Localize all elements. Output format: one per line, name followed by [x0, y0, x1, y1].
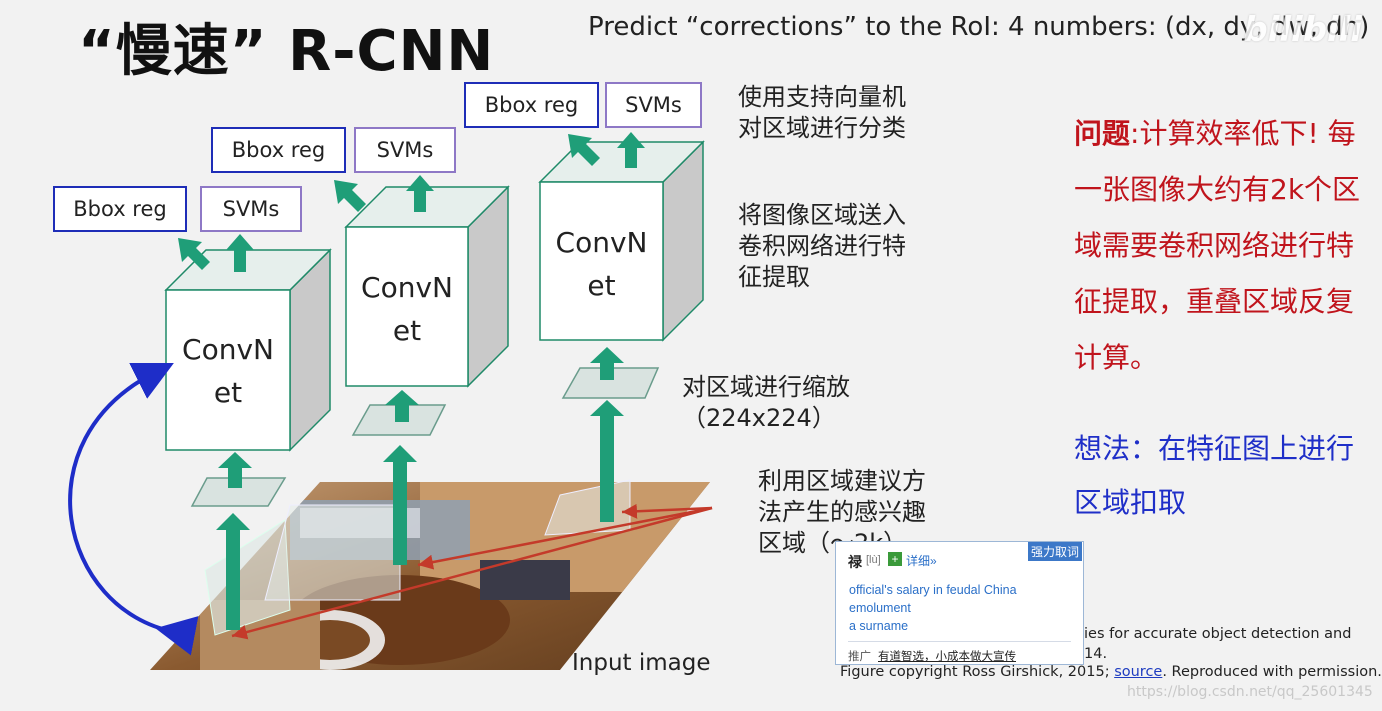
annotation-convnet-line3: 征提取	[738, 263, 810, 291]
popup-separator	[848, 641, 1071, 642]
problem-statement: 问题:计算效率低下! 每一张图像大约有2k个区域需要卷积网络进行特征提取，重叠区…	[1074, 106, 1374, 386]
popup-definition-2: emolument	[849, 601, 911, 615]
bbox-reg-box-2: Bbox reg	[211, 127, 346, 173]
detail-link[interactable]: 详细»	[906, 554, 937, 568]
annotation-svm: 使用支持向量机 对区域进行分类	[738, 82, 906, 144]
convnet-label-1-line2: et	[213, 376, 243, 409]
svms-box-3: SVMs	[605, 82, 702, 128]
popup-ad-prefix: 推广	[848, 651, 871, 663]
csdn-url-watermark: https://blog.csdn.net/qq_25601345	[1127, 684, 1373, 700]
annotation-convnet: 将图像区域送入 卷积网络进行特 征提取	[738, 200, 906, 293]
citation-prefix: Figure copyright Ross Girshick, 2015;	[840, 664, 1115, 680]
problem-text: :计算效率低下! 每一张图像大约有2k个区域需要卷积网络进行特征提取，重叠区域反…	[1074, 117, 1361, 374]
convnet-label-1: ConvN et	[166, 328, 290, 414]
slide-title: “慢速” R-CNN	[78, 19, 495, 84]
blue-curved-arrow	[68, 363, 199, 656]
citation-line-3: Figure copyright Ross Girshick, 2015; so…	[840, 664, 1382, 680]
convnet-label-2: ConvN et	[346, 266, 468, 352]
convnet-label-1-line1: ConvN	[182, 333, 274, 366]
predict-corrections-text: Predict “corrections” to the RoI: 4 numb…	[588, 12, 1370, 42]
convnet-label-3: ConvN et	[540, 221, 663, 307]
annotation-svm-line1: 使用支持向量机	[738, 83, 906, 111]
annotation-proposals: 利用区域建议方 法产生的感兴趣 区域（～2k）	[758, 466, 926, 559]
annotation-resize-line1: 对区域进行缩放	[682, 373, 850, 401]
convnet-label-2-line2: et	[392, 314, 422, 347]
citation-line-2: 14.	[1084, 646, 1108, 662]
annotation-svm-line2: 对区域进行分类	[738, 114, 906, 142]
input-image-label: Input image	[572, 650, 711, 676]
annotation-proposals-line2: 法产生的感兴趣	[758, 498, 926, 526]
popup-word: 禄	[848, 554, 862, 570]
source-link[interactable]: source	[1114, 664, 1163, 680]
bbox-reg-box-1: Bbox reg	[53, 186, 187, 232]
svms-box-1: SVMs	[200, 186, 302, 232]
proposal-pointer-arrows	[231, 503, 713, 640]
annotation-convnet-line1: 将图像区域送入	[738, 201, 906, 229]
resize-patch-3	[561, 367, 660, 399]
convnet-label-2-line1: ConvN	[361, 271, 453, 304]
strong-capture-button[interactable]: 强力取词	[1027, 542, 1082, 561]
annotation-proposals-line1: 利用区域建议方	[758, 467, 926, 495]
popup-definition-1: official's salary in feudal China	[849, 583, 1017, 597]
annotation-resize: 对区域进行缩放 （224x224）	[682, 372, 850, 434]
dictionary-popup: 强力取词 禄 [lù] + 详细» official's salary in f…	[835, 541, 1084, 665]
annotation-resize-line2: （224x224）	[682, 404, 836, 432]
popup-definition-3: a surname	[849, 619, 909, 633]
popup-phonetic: [lù]	[866, 554, 881, 566]
convnet-box-2	[344, 185, 510, 388]
add-wordbook-icon[interactable]: +	[888, 552, 902, 566]
citation-suffix: . Reproduced with permission.	[1162, 664, 1382, 680]
bilibili-watermark: bilibili	[1243, 10, 1362, 50]
citation-line-1: ies for accurate object detection and	[1084, 626, 1352, 642]
roi-region-2	[264, 504, 401, 601]
green-arrows	[178, 132, 645, 630]
problem-label: 问题	[1074, 117, 1131, 150]
popup-ad-link[interactable]: 有道智选，小成本做大宣传	[878, 651, 1016, 663]
bbox-reg-box-3: Bbox reg	[464, 82, 599, 128]
convnet-label-3-line2: et	[587, 269, 616, 302]
svms-box-2: SVMs	[354, 127, 456, 173]
idea-statement: 想法：在特征图上进行区域扣取	[1074, 432, 1355, 519]
annotation-convnet-line2: 卷积网络进行特	[738, 232, 906, 260]
convnet-label-3-line1: ConvN	[555, 226, 648, 259]
